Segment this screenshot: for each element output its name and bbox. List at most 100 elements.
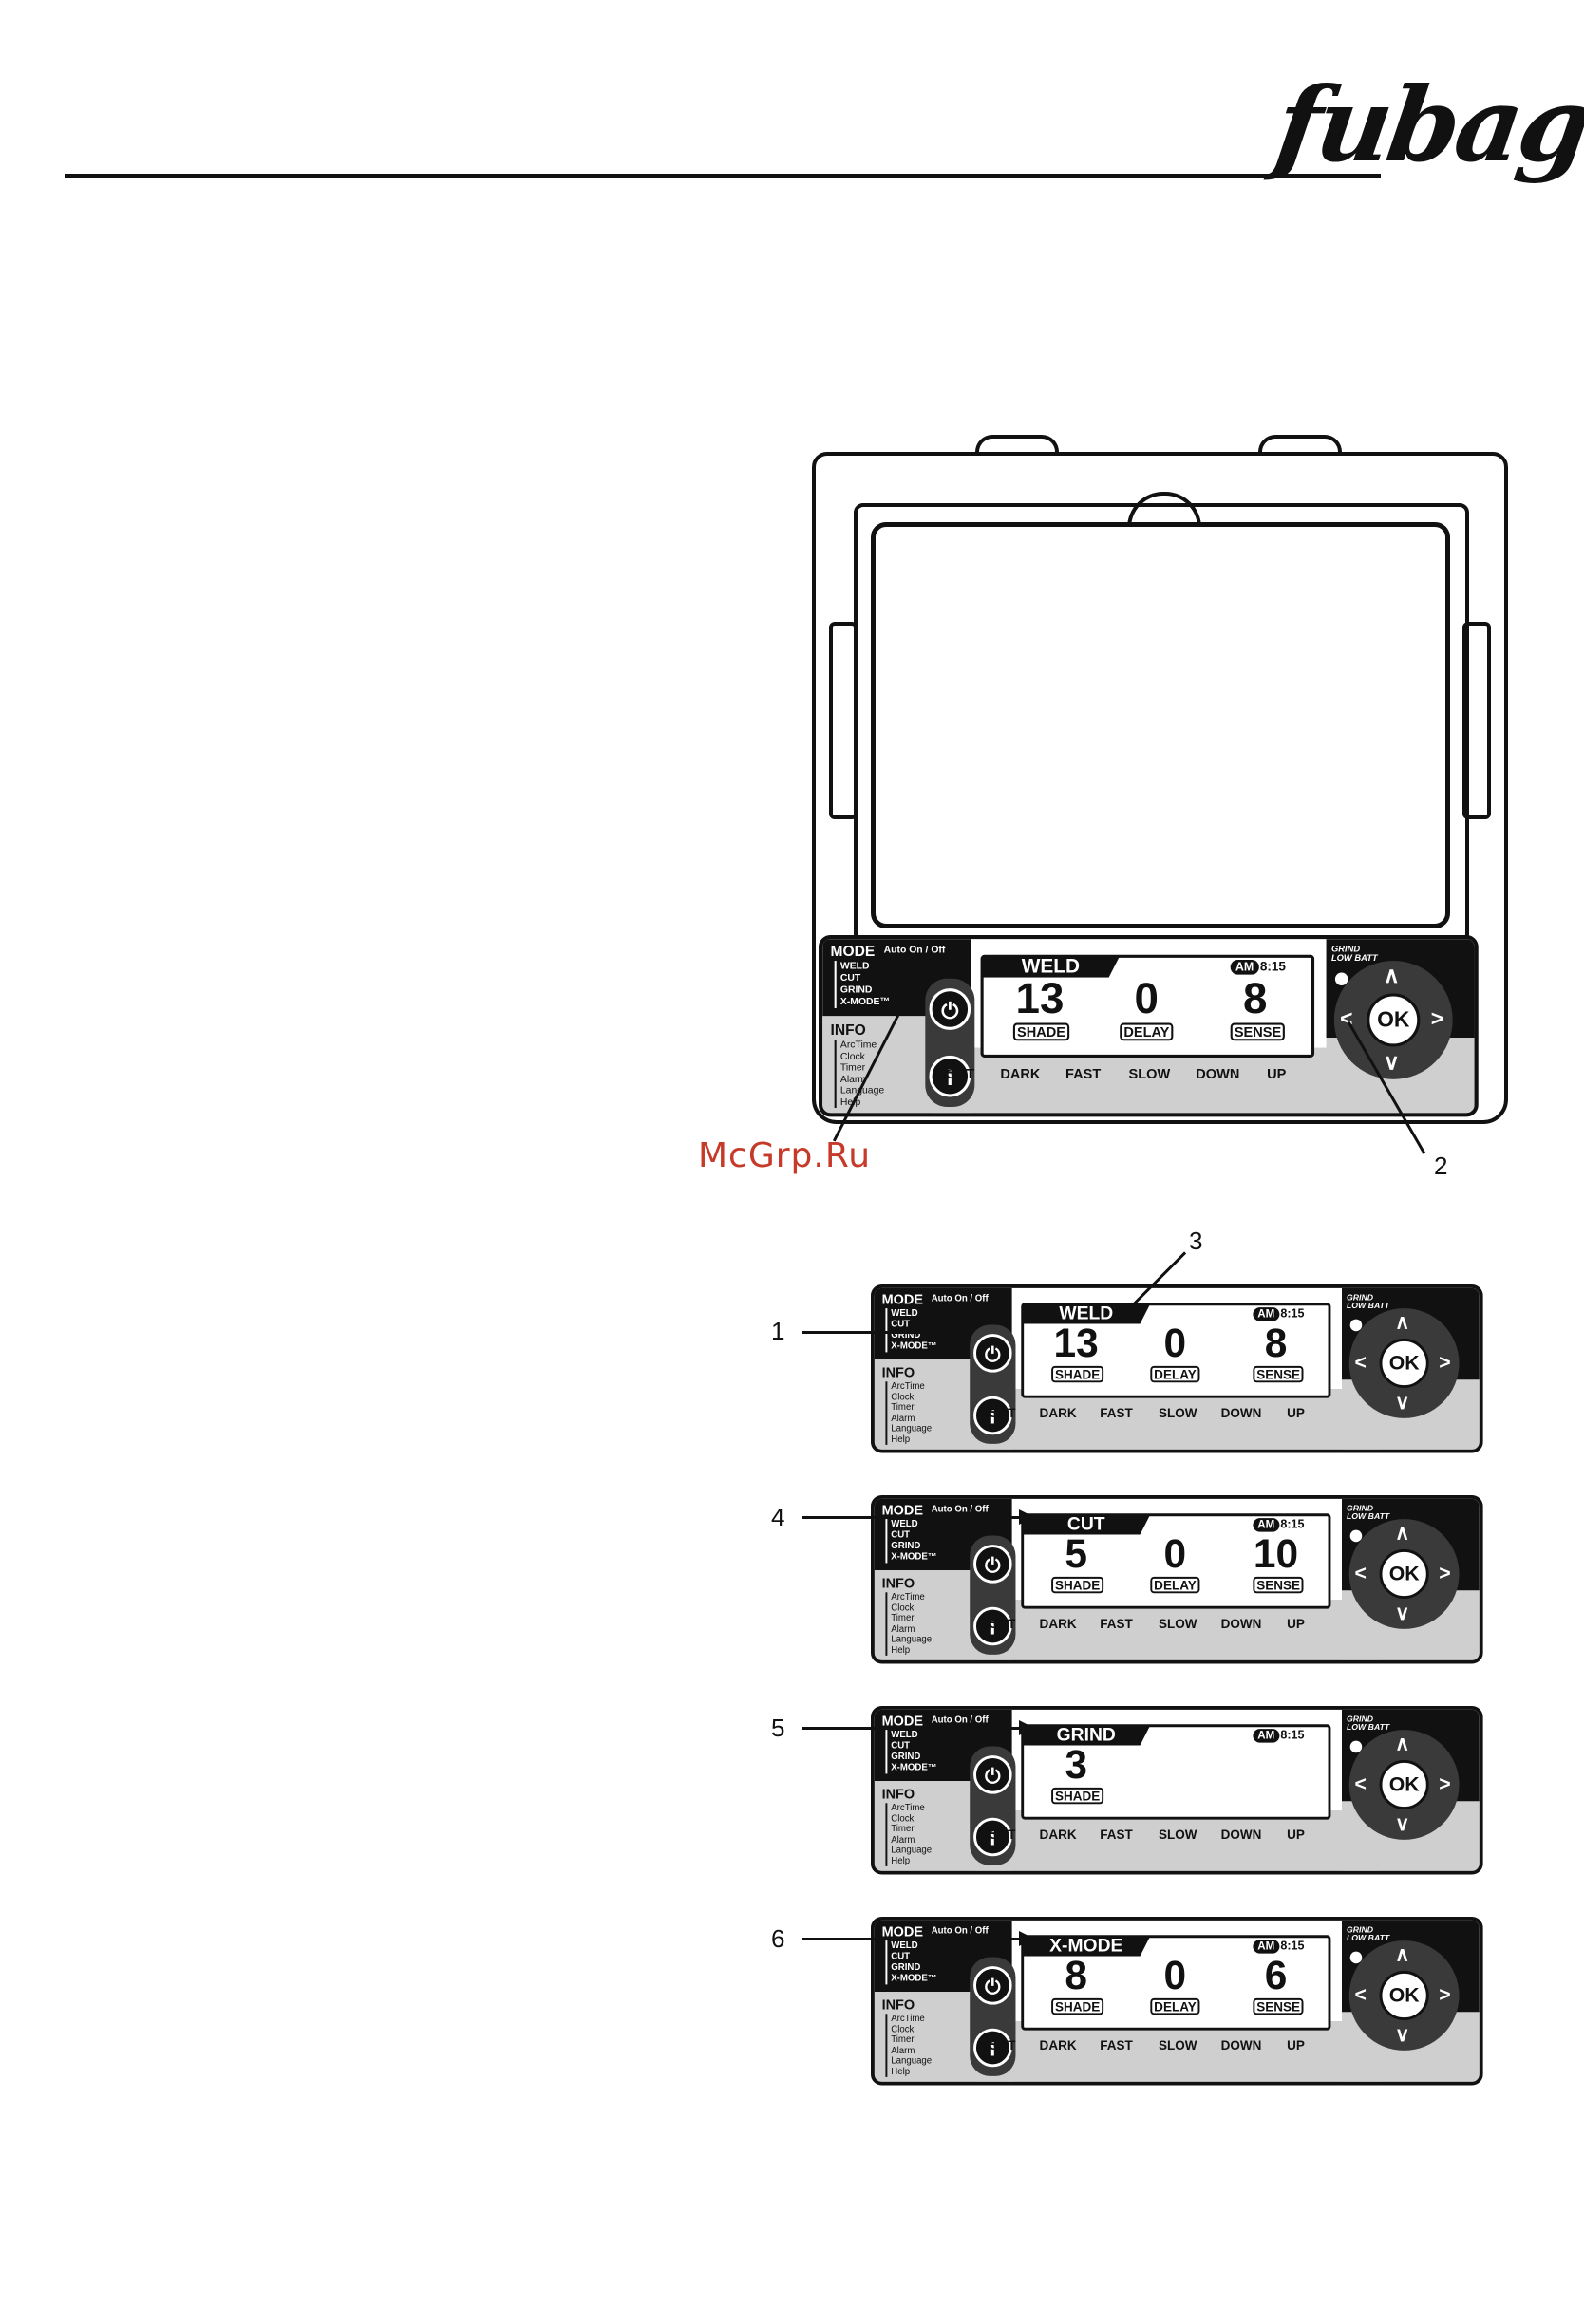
dark-key[interactable]: DARK [1039,2037,1077,2052]
up-key[interactable]: UP [1267,1065,1287,1081]
down-key[interactable]: DOWN [1220,2037,1262,2052]
left-arrow-icon[interactable]: < [1354,1771,1367,1795]
down-key[interactable]: DOWN [1220,1827,1262,1842]
down-key[interactable]: DOWN [1220,1616,1262,1631]
light-key[interactable]: LIGHT [976,1616,1016,1631]
power-button[interactable]: ⏻ [973,1755,1012,1794]
info-button[interactable]: i [973,1817,1012,1857]
down-arrow-icon[interactable]: ∨ [1394,1601,1410,1625]
down-arrow-icon[interactable]: ∨ [1394,2022,1410,2047]
right-arrow-icon[interactable]: > [1439,1982,1451,2006]
fast-key[interactable]: FAST [1100,2037,1133,2052]
up-arrow-icon[interactable]: ∧ [1394,1732,1410,1755]
auto-label: Auto On / Off [883,945,946,956]
light-key[interactable]: LIGHT [933,1065,975,1081]
up-key[interactable]: UP [1287,1616,1305,1631]
down-arrow-icon[interactable]: ∨ [1383,1049,1400,1075]
left-arrow-icon[interactable]: < [1354,1350,1367,1374]
down-key[interactable]: DOWN [1196,1065,1240,1081]
lcd-mode: GRIND [1022,1725,1151,1746]
status-led [1349,1319,1363,1332]
callout-4-arrow [1019,1509,1034,1525]
fast-key[interactable]: FAST [1100,1405,1133,1420]
ok-button[interactable]: OK [1367,993,1421,1047]
navigation-pad[interactable]: ∧ ∨ < > OK [1348,1730,1460,1840]
callout-5: 5 [771,1714,785,1742]
navigation-pad[interactable]: ∧ ∨ < > OK [1348,1519,1460,1629]
navigation-pad[interactable]: ∧ ∨ < > OK [1348,1940,1460,2051]
slow-key[interactable]: SLOW [1159,1405,1197,1420]
dark-key[interactable]: DARK [1039,1616,1077,1631]
dark-key[interactable]: DARK [1000,1065,1041,1081]
up-key[interactable]: UP [1287,1405,1305,1420]
left-arrow-icon[interactable]: < [1354,1982,1367,2006]
ok-button[interactable]: OK [1379,1548,1429,1600]
power-button[interactable]: ⏻ [973,1334,1012,1373]
slow-key[interactable]: SLOW [1159,1616,1197,1631]
slow-key[interactable]: SLOW [1128,1065,1171,1081]
info-button[interactable]: i [973,1396,1012,1435]
mode-title: MODE [881,1502,924,1519]
up-key[interactable]: UP [1287,1827,1305,1842]
clock: 8:15 [1259,958,1286,974]
power-button[interactable]: ⏻ [973,1545,1012,1584]
navigation-pad[interactable]: ∧ ∨ < > OK [1333,961,1453,1079]
info-button[interactable]: i [929,1055,971,1097]
dark-key[interactable]: DARK [1039,1827,1077,1842]
shade-value: 13 [1015,974,1065,1023]
shade-label: SHADE [1051,1365,1104,1383]
ok-button[interactable]: OK [1379,1759,1429,1810]
dark-key[interactable]: DARK [1039,1405,1077,1420]
fast-key[interactable]: FAST [1100,1827,1133,1842]
up-arrow-icon[interactable]: ∧ [1394,1521,1410,1545]
power-button[interactable]: ⏻ [929,988,971,1030]
right-arrow-icon[interactable]: > [1439,1771,1451,1795]
ok-button[interactable]: OK [1379,1338,1429,1389]
right-arrow-icon[interactable]: > [1430,1005,1444,1031]
right-arrow-icon[interactable]: > [1439,1561,1451,1584]
light-key[interactable]: LIGHT [976,1405,1016,1420]
right-arrow-icon[interactable]: > [1439,1350,1451,1374]
info-title: INFO [881,1575,915,1592]
fast-key[interactable]: FAST [1100,1616,1133,1631]
info-button[interactable]: i [973,2028,1012,2068]
info-title: INFO [830,1021,866,1040]
shade-label: SHADE [1051,1997,1104,2015]
up-arrow-icon[interactable]: ∧ [1394,1310,1410,1334]
lcd-display: X-MODE AM 8:15 8 SHADE 0 DELAY 6 SENSE [1021,1935,1331,2031]
up-key[interactable]: UP [1287,2037,1305,2052]
up-arrow-icon[interactable]: ∧ [1394,1942,1410,1966]
down-key[interactable]: DOWN [1220,1405,1262,1420]
down-arrow-icon[interactable]: ∨ [1394,1811,1410,1836]
ok-button[interactable]: OK [1379,1970,1429,2021]
slow-key[interactable]: SLOW [1159,2037,1197,2052]
info-button[interactable]: i [973,1606,1012,1646]
navigation-pad[interactable]: ∧ ∨ < > OK [1348,1308,1460,1418]
delay-label: DELAY [1150,1997,1200,2015]
slow-key[interactable]: SLOW [1159,1827,1197,1842]
up-arrow-icon[interactable]: ∧ [1383,963,1400,988]
shade-value: 8 [1065,1953,1087,1998]
sense-label: SENSE [1253,1365,1304,1383]
info-title: INFO [881,1364,915,1381]
light-key[interactable]: LIGHT [976,1827,1016,1842]
callout-4: 4 [771,1503,785,1531]
down-arrow-icon[interactable]: ∨ [1394,1390,1410,1415]
left-arrow-icon[interactable]: < [1354,1561,1367,1584]
fast-key[interactable]: FAST [1065,1065,1102,1081]
power-button[interactable]: ⏻ [973,1966,1012,2005]
light-key[interactable]: LIGHT [976,2037,1016,2052]
